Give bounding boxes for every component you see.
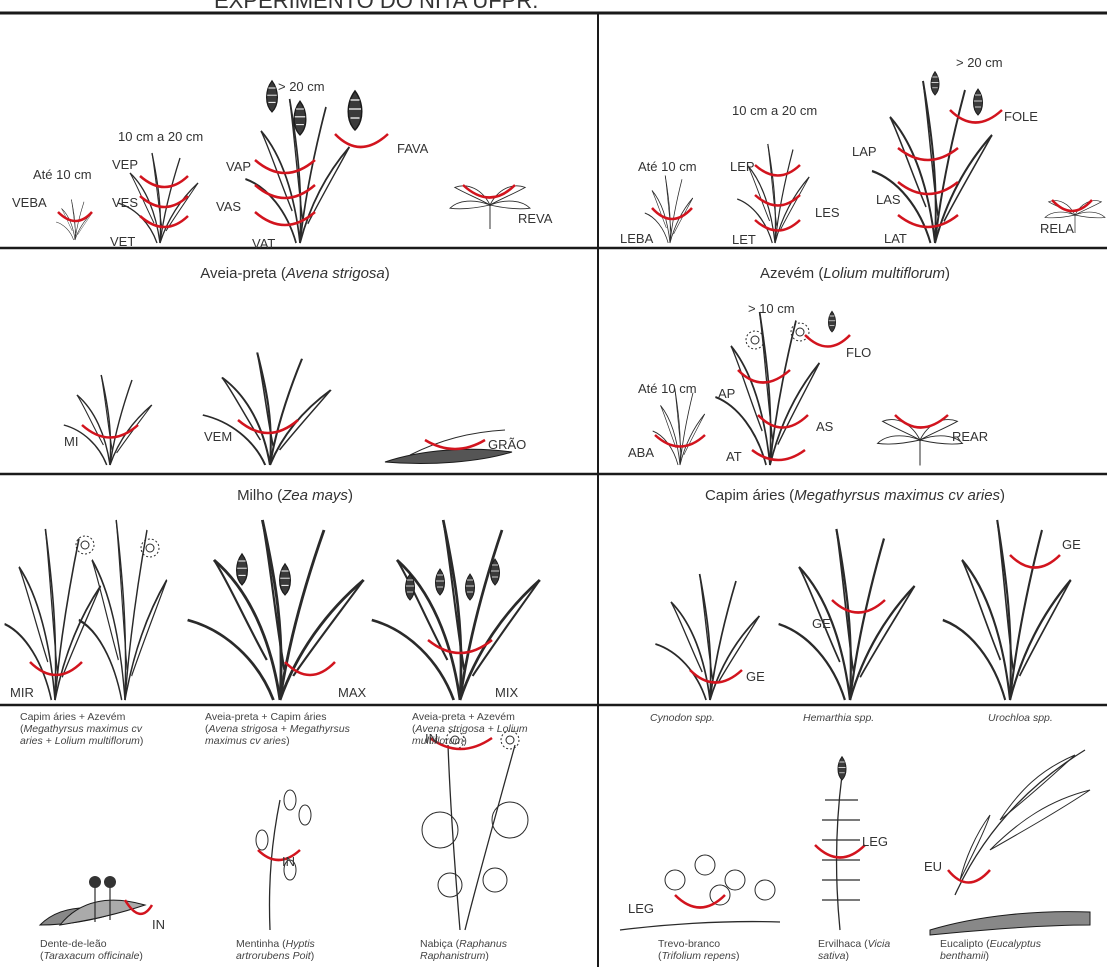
grass-hemarthia: [779, 529, 915, 700]
mix-plant-max: [188, 520, 364, 700]
grass-urochloa: [943, 520, 1071, 700]
azevem-height-tall: > 20 cm: [956, 56, 1003, 69]
code-ves: VES: [112, 196, 138, 209]
code-flo: FLO: [846, 346, 871, 359]
aveia-height-mid: 10 cm a 20 cm: [118, 130, 203, 143]
caption-cynodon: Cynodon spp.: [650, 712, 715, 724]
caption-max: Aveia-preta + Capim áries (Avena strigos…: [205, 711, 395, 747]
weed-dente-de-leao: [40, 876, 145, 925]
code-fava: FAVA: [397, 142, 428, 155]
code-vap: VAP: [226, 160, 251, 173]
code-at: AT: [726, 450, 742, 463]
caption-mentinha: Mentinha (Hyptis artrorubens Poit): [236, 938, 386, 962]
milho-header: Milho (Zea mays): [150, 488, 440, 503]
caption-ervilhaca: Ervilhaca (Vicia sativa): [818, 938, 938, 962]
code-ap: AP: [718, 387, 735, 400]
caption-trevo: Trevo-branco (Trifolium repens): [658, 938, 808, 962]
legume-trevo: [620, 855, 780, 930]
code-las: LAS: [876, 193, 901, 206]
capim-header: Capim áries (Megathyrsus maximus cv arie…: [640, 488, 1070, 503]
code-fole: FOLE: [1004, 110, 1038, 123]
code-ge-cynodon: GE: [746, 670, 765, 683]
code-in-dente: IN: [152, 918, 165, 931]
capim-height-small: Até 10 cm: [638, 382, 697, 395]
code-rear: REAR: [952, 430, 988, 443]
max-head-2: [280, 564, 291, 595]
code-rela: RELA: [1040, 222, 1074, 235]
milho-plant-vem: [203, 353, 331, 466]
code-vem: VEM: [204, 430, 232, 443]
code-as: AS: [816, 420, 833, 433]
legume-eucalipto: [930, 750, 1090, 935]
code-reva: REVA: [518, 212, 552, 225]
code-max: MAX: [338, 686, 366, 699]
code-mix: MIX: [495, 686, 518, 699]
mix-head-3: [466, 574, 475, 600]
caption-urochloa: Urochloa spp.: [988, 712, 1053, 724]
code-ge-hemarthia: GE: [812, 617, 831, 630]
code-leg-ervilhaca: LEG: [862, 835, 888, 848]
code-aba: ABA: [628, 446, 654, 459]
caption-dente: Dente-de-leão (Taraxacum officinale): [40, 938, 210, 962]
weed-nabica: [422, 731, 528, 930]
aveia-header: Aveia-preta (Avena strigosa): [150, 266, 440, 281]
code-mir: MIR: [10, 686, 34, 699]
code-grao: GRÃO: [488, 438, 526, 451]
mix-cut-marks: [30, 640, 492, 675]
code-in-nabica: IN: [425, 732, 438, 745]
capim-plant-small: [653, 389, 705, 466]
azevem-heads: [931, 72, 983, 115]
caption-eucalipto: Eucalipto (Eucalyptus benthamii): [940, 938, 1100, 962]
legume-ervilhaca: [822, 757, 860, 930]
code-vas: VAS: [216, 200, 241, 213]
mix-head-2: [436, 569, 445, 595]
caption-nabica: Nabiça (Raphanus Raphanistrum): [420, 938, 570, 962]
code-les: LES: [815, 206, 840, 219]
code-vep: VEP: [112, 158, 138, 171]
code-lep: LEP: [730, 160, 755, 173]
code-lat: LAT: [884, 232, 907, 245]
mix-plant-mix: [372, 520, 540, 700]
code-lap: LAP: [852, 145, 877, 158]
code-mi: MI: [64, 435, 78, 448]
code-in-mentinha: IN: [282, 855, 295, 868]
azevem-height-small: Até 10 cm: [638, 160, 697, 173]
caption-mir: Capim áries + Azevém (Megathyrsus maximu…: [20, 711, 200, 747]
capim-height-tall: > 10 cm: [748, 302, 795, 315]
weed-cut-marks: [125, 738, 492, 914]
aveia-height-tall: > 20 cm: [278, 80, 325, 93]
milho-plant-mi: [64, 375, 152, 465]
code-leg-trevo: LEG: [628, 902, 654, 915]
code-veba: VEBA: [12, 196, 47, 209]
code-vet: VET: [110, 235, 135, 248]
max-head-1: [237, 554, 248, 585]
code-let: LET: [732, 233, 756, 246]
code-eu: EU: [924, 860, 942, 873]
legume-cut-marks: [675, 845, 990, 908]
azevem-height-mid: 10 cm a 20 cm: [732, 104, 817, 117]
code-leba: LEBA: [620, 232, 653, 245]
code-vat: VAT: [252, 237, 275, 250]
code-ge-urochloa: GE: [1062, 538, 1081, 551]
azevem-cut-marks: [652, 110, 1092, 231]
azevem-header: Azevém (Lolium multiflorum): [710, 266, 1000, 281]
caption-hemarthia: Hemarthia spp.: [803, 712, 874, 724]
aveia-height-small: Até 10 cm: [33, 168, 92, 181]
